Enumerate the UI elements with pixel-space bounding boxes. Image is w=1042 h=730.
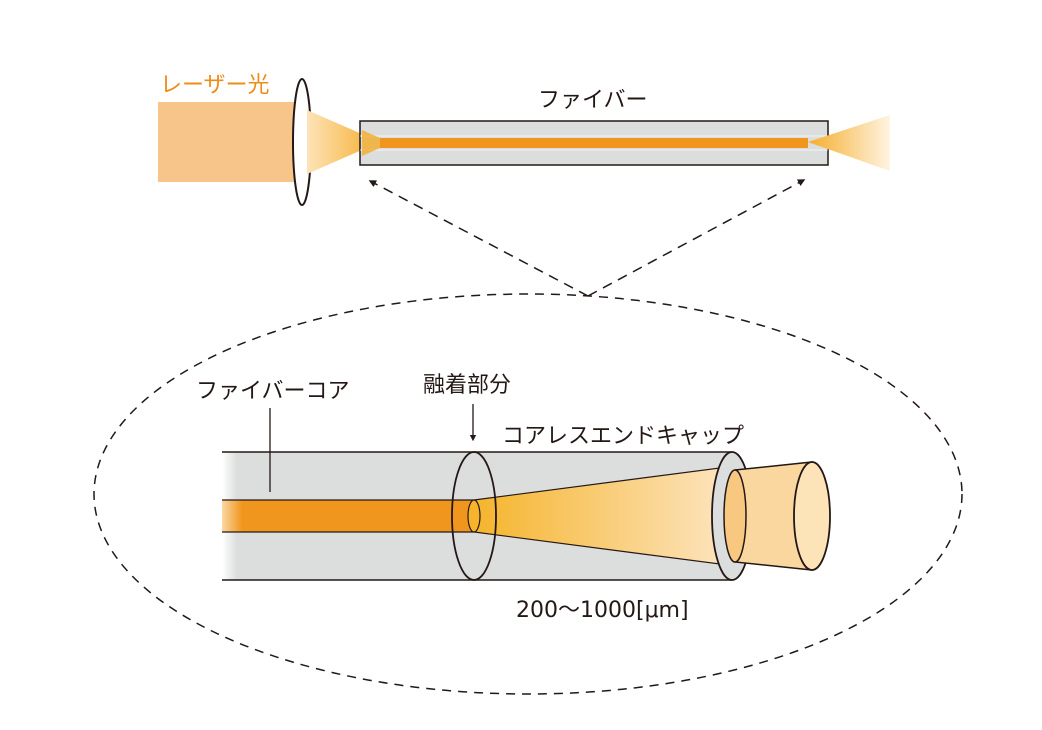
laser-beam: [158, 102, 303, 182]
fusion-part-label: 融着部分: [423, 373, 511, 398]
zoom-arrow-right: [587, 179, 806, 297]
fiber-core-detail: [222, 500, 474, 532]
diameter-range-label: 200～1000[μm]: [516, 598, 689, 623]
output-beam-face: [793, 461, 831, 571]
coreless-endcap-label: コアレスエンドキャップ: [502, 424, 744, 449]
fusion-joint: [451, 451, 497, 581]
laser-light-label: レーザー光: [160, 73, 270, 98]
zoom-arrow-left: [368, 180, 589, 297]
zoom-detail-outline: [93, 293, 963, 695]
fiber-core-label: ファイバーコア: [196, 379, 350, 404]
fiber-label: ファイバー: [538, 88, 648, 113]
exit-beam-cone: [808, 115, 890, 171]
focused-beam-cone: [307, 110, 380, 174]
fiber-core-top: [380, 138, 808, 148]
